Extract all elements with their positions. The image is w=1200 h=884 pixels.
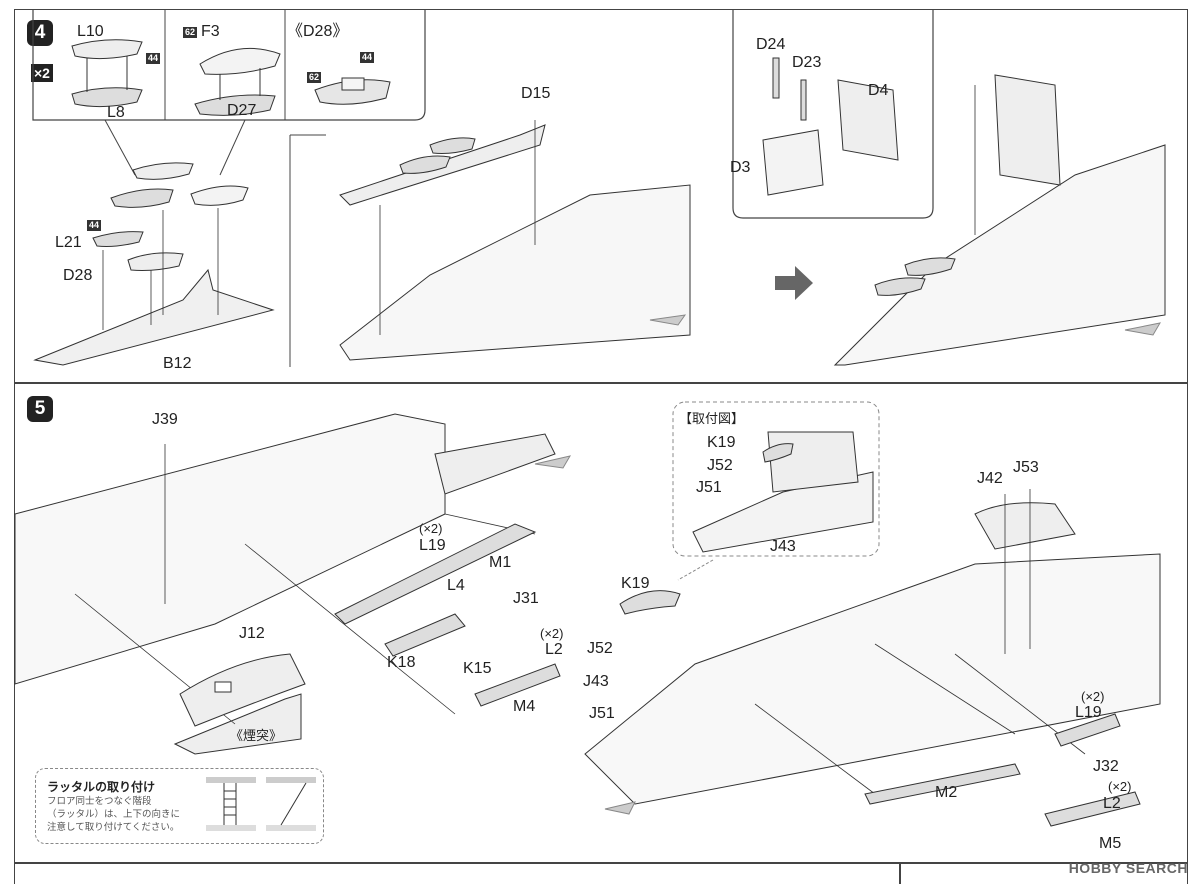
part-label-j52: J52 — [707, 457, 733, 474]
quantity-label: (×2) — [1081, 689, 1105, 704]
hull-step5-left-drawing — [14, 413, 572, 755]
step-5-panel: 5 J39 (×2) L19 M1 L4 J31 (×2) L2 J12 K18… — [14, 383, 1188, 863]
part-label-j43: J43 — [583, 673, 609, 690]
part-label-d4: D4 — [868, 82, 889, 99]
quantity-label: (×2) — [540, 626, 564, 641]
part-label-b12: B12 — [163, 355, 192, 372]
part-label-j42: J42 — [977, 470, 1003, 487]
step-arrow-icon — [775, 266, 813, 300]
quantity-x2-badge: ×2 — [31, 64, 53, 82]
mounting-inset-frame — [672, 401, 880, 581]
quantity-label: (×2) — [419, 521, 443, 536]
part-label-m5: M5 — [1099, 835, 1122, 852]
part-label-j39: J39 — [152, 411, 178, 428]
quantity-label: (×2) — [1108, 779, 1132, 794]
part-label-l21: L21 — [55, 234, 82, 251]
part-label-d24: D24 — [756, 36, 786, 53]
step-4-number: 4 — [27, 20, 53, 46]
part-label-l2: L2 — [545, 641, 563, 658]
part-label-m4: M4 — [513, 698, 536, 715]
part-label-d23: D23 — [792, 54, 822, 71]
decal-badge-44: 44 — [360, 52, 375, 63]
boat-d28-drawing — [314, 77, 391, 105]
step-4-callout-frames — [32, 10, 426, 176]
part-label-k18: K18 — [387, 654, 416, 671]
decal-badge-44: 44 — [87, 220, 102, 231]
part-label-j51: J51 — [696, 479, 722, 496]
part-label-l2: L2 — [1103, 795, 1121, 812]
ladder-note-title: ラッタルの取り付け — [47, 780, 156, 794]
part-label-d28: D28 — [63, 267, 93, 284]
funnel-drawing — [179, 653, 306, 727]
part-label-k19: K19 — [707, 434, 736, 451]
ladder-note-box: ラッタルの取り付け フロア同士をつなぐ階段 （ラッタル）は、上下の向きに 注意し… — [35, 768, 324, 844]
decal-badge-62: 62 — [307, 72, 322, 83]
part-label-l8: L8 — [107, 104, 125, 121]
part-label-d28-option: 《D28》 — [287, 23, 349, 40]
hull-step5-right-drawing — [584, 489, 1161, 827]
next-step-panel-left — [14, 863, 900, 884]
part-label-j32: J32 — [1093, 758, 1119, 775]
part-label-d3: D3 — [730, 159, 751, 176]
part-label-m2: M2 — [935, 784, 958, 801]
part-label-l19: L19 — [419, 537, 446, 554]
part-label-d27: D27 — [227, 102, 257, 119]
hull-step4-middle-drawing — [289, 120, 691, 367]
part-label-j43: J43 — [770, 538, 796, 555]
inset-title: 【取付図】 — [679, 411, 745, 426]
part-label-j53: J53 — [1013, 459, 1039, 476]
boat-l10-drawing — [71, 39, 143, 108]
watermark-text: HOBBY SEARCH — [1068, 860, 1188, 876]
part-label-j31: J31 — [513, 590, 539, 607]
decal-badge-44: 44 — [146, 53, 161, 64]
boat-f3-drawing — [194, 47, 281, 116]
part-label-l10: L10 — [77, 23, 104, 40]
part-label-d15: D15 — [521, 85, 551, 102]
part-label-j12: J12 — [239, 625, 265, 642]
deck-b12-assembly-drawing — [33, 162, 275, 366]
part-label-j52: J52 — [587, 640, 613, 657]
hull-step4-complete-drawing — [833, 74, 1166, 366]
part-label-k19: K19 — [621, 575, 650, 592]
step-5-number: 5 — [27, 396, 53, 422]
part-label-j51: J51 — [589, 705, 615, 722]
part-label-f3: F3 — [201, 23, 220, 40]
part-label-m1: M1 — [489, 554, 512, 571]
decal-badge-62: 62 — [183, 27, 198, 38]
part-label-k15: K15 — [463, 660, 492, 677]
ladder-note-body: フロア同士をつなぐ階段 （ラッタル）は、上下の向きに 注意して取り付けてください… — [47, 796, 181, 833]
bridge-callout-frame — [732, 10, 934, 219]
funnel-label: 《煙突》 — [230, 728, 283, 743]
step-4-panel: 4 ×2 L10 L8 44 62 F3 D27 《D28》 62 44 — [14, 9, 1188, 383]
part-label-l19: L19 — [1075, 704, 1102, 721]
part-label-l4: L4 — [447, 577, 465, 594]
ladder-diagram — [206, 777, 316, 831]
